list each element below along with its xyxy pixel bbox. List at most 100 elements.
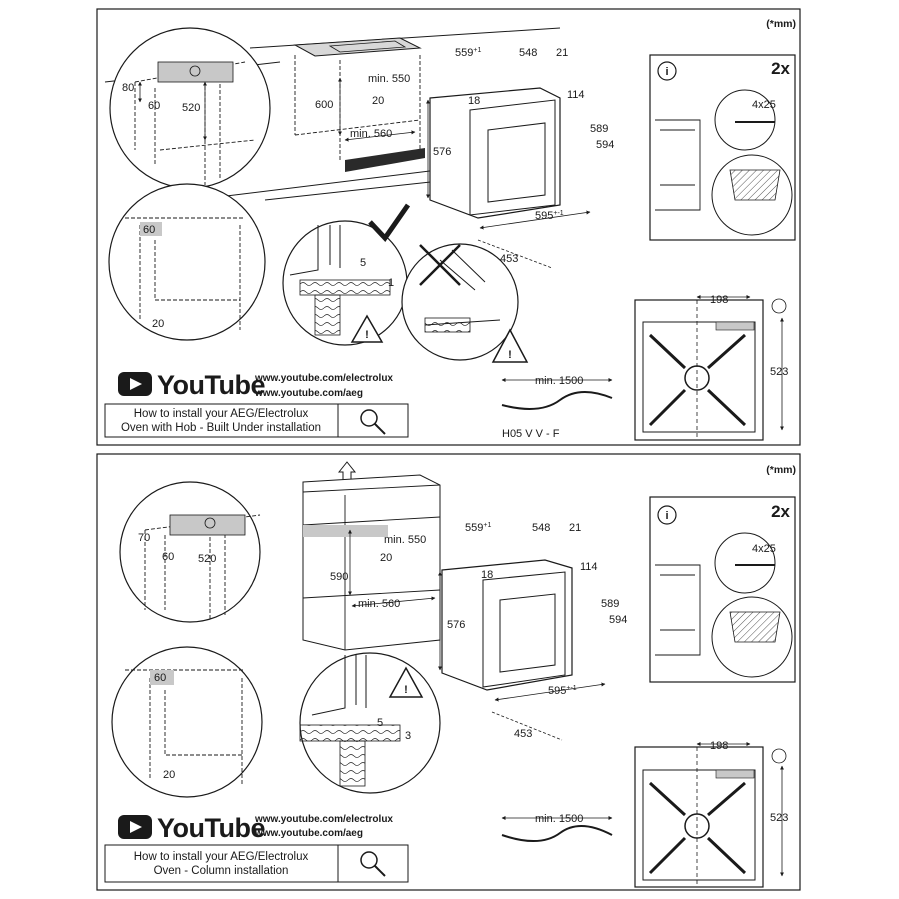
dim-3: 3 [405,730,411,742]
unit-note-2: (*mm) [766,464,796,476]
info-box-screws: i 2x 4x25 [649,54,796,241]
unit-note: (*mm) [766,18,796,30]
info-icon-2 [657,505,677,525]
dim-21: 21 [556,47,568,59]
dim-594-2: 594 [609,614,627,626]
dim-20-circle: 20 [152,318,164,330]
info-icon [657,61,677,81]
dim-114-2: 114 [580,561,598,573]
youtube-block[interactable]: YouTube www.youtube.com/electrolux www.y… [104,370,409,438]
dim-80: 80 [122,82,134,94]
power-symbol-icon-2 [204,517,216,529]
video-caption-line1-2: How to install your AEG/Electrolux [134,851,309,863]
dim-60-circle: 60 [143,224,155,236]
youtube-url-electrolux-2[interactable]: www.youtube.com/electrolux [254,814,393,825]
dim-18: 18 [468,95,480,107]
dim-523: 523 [770,366,788,378]
info-box-screws-2: i 2x 4x25 [649,496,796,683]
dim-595: 595+-1 [535,210,564,222]
dim-589: 589 [590,123,608,135]
dim-520-2: 520 [198,553,216,565]
cross-icon [419,244,461,286]
youtube-url-electrolux[interactable]: www.youtube.com/electrolux [254,373,393,384]
dim-576-2: 576 [447,619,465,631]
dim-60-circle-2: 60 [154,672,166,684]
section-built-under: (*mm) 80 60 520 600 min. 550 20 min. 560 [96,8,801,446]
dim-548: 548 [519,47,537,59]
oven-front-dimensions: 559+1 548 21 18 114 576 589 594 595+-1 4… [426,47,614,269]
cable-type: H05 V V - F [502,428,560,440]
dim-min-550: min. 550 [368,73,410,85]
dim-594: 594 [596,139,614,151]
video-caption-line2: Oven with Hob - Built Under installation [121,422,321,434]
dim-523-2: 523 [770,812,788,824]
dim-114: 114 [567,89,585,101]
corner-detail-circle: 80 60 520 [109,27,271,189]
oven-front-dimensions-2: 559+1 548 21 18 114 576 589 594 595+-1 4… [438,522,627,741]
dim-70: 70 [138,532,150,544]
svg-text:i: i [665,510,668,522]
warning-icon-2 [491,328,529,363]
dim-21-2: 21 [569,522,581,534]
search-icon-2[interactable] [360,851,386,877]
youtube-url-aeg-2[interactable]: www.youtube.com/aeg [254,828,363,839]
detail-circle-column: 5 3 ! [299,652,441,794]
ventilation-strip [345,148,425,172]
dim-576: 576 [433,146,451,158]
dim-min-560-2: min. 560 [358,598,400,610]
rear-view: 198 523 [634,294,788,441]
screw-count-2: 2x [771,502,790,521]
detail-circle-wrong [401,243,519,361]
section-frame [96,8,801,446]
youtube-logo-text: YouTube [157,370,265,400]
dim-453: 453 [500,253,518,265]
cable-length-2: min. 1500 [535,813,583,825]
dim-589-2: 589 [601,598,619,610]
youtube-url-aeg[interactable]: www.youtube.com/aeg [254,388,363,399]
dim-559-2: 559+1 [465,522,491,534]
dim-595-2: 595+-1 [548,685,577,697]
video-caption-line2-2: Oven - Column installation [154,865,289,877]
dim-20-circle-2: 20 [163,769,175,781]
warning-icon [350,314,384,343]
rear-view-2: 198 523 [634,740,788,888]
power-symbol-icon-rear-2 [771,748,787,764]
svg-text:!: ! [508,349,512,361]
youtube-block-2[interactable]: YouTube www.youtube.com/electrolux www.y… [104,813,409,883]
dim-1: 1 [388,277,394,289]
svg-text:i: i [665,66,668,78]
dim-198: 198 [710,294,728,306]
dim-590: 590 [330,571,348,583]
power-symbol-icon [189,65,201,77]
section-frame-2 [96,453,801,891]
dim-5: 5 [360,257,366,269]
dim-600: 600 [315,99,333,111]
power-symbol-icon-rear [771,298,787,314]
dim-60: 60 [148,100,160,112]
warning-icon-3 [388,666,424,698]
video-caption-line1: How to install your AEG/Electrolux [134,408,309,420]
dim-min-560: min. 560 [350,128,392,140]
dim-5-2: 5 [377,717,383,729]
side-panel-circle-2: 60 20 [111,646,263,798]
checkmark-icon [368,203,411,242]
search-icon[interactable] [360,409,386,435]
dim-520: 520 [182,102,200,114]
up-arrow-icon [337,461,357,481]
dim-559: 559+1 [455,47,481,59]
cable-diagram-2: min. 1500 [501,813,613,842]
side-panel-circle: 60 20 [108,183,266,341]
dim-20: 20 [372,95,384,107]
youtube-logo-text-2: YouTube [157,813,265,843]
column-cabinet-sketch: 590 min. 550 20 min. 560 [302,474,441,651]
cable-diagram: min. 1500 H05 V V - F [501,375,613,440]
corner-detail-circle-2: 70 60 520 [119,481,261,623]
svg-text:!: ! [365,329,369,341]
dim-453-2: 453 [514,728,532,740]
screw-size-2: 4x25 [752,543,776,555]
dim-min-550-2: min. 550 [384,534,426,546]
screw-count: 2x [771,59,790,78]
dim-198-2: 198 [710,740,728,752]
dim-548-2: 548 [532,522,550,534]
